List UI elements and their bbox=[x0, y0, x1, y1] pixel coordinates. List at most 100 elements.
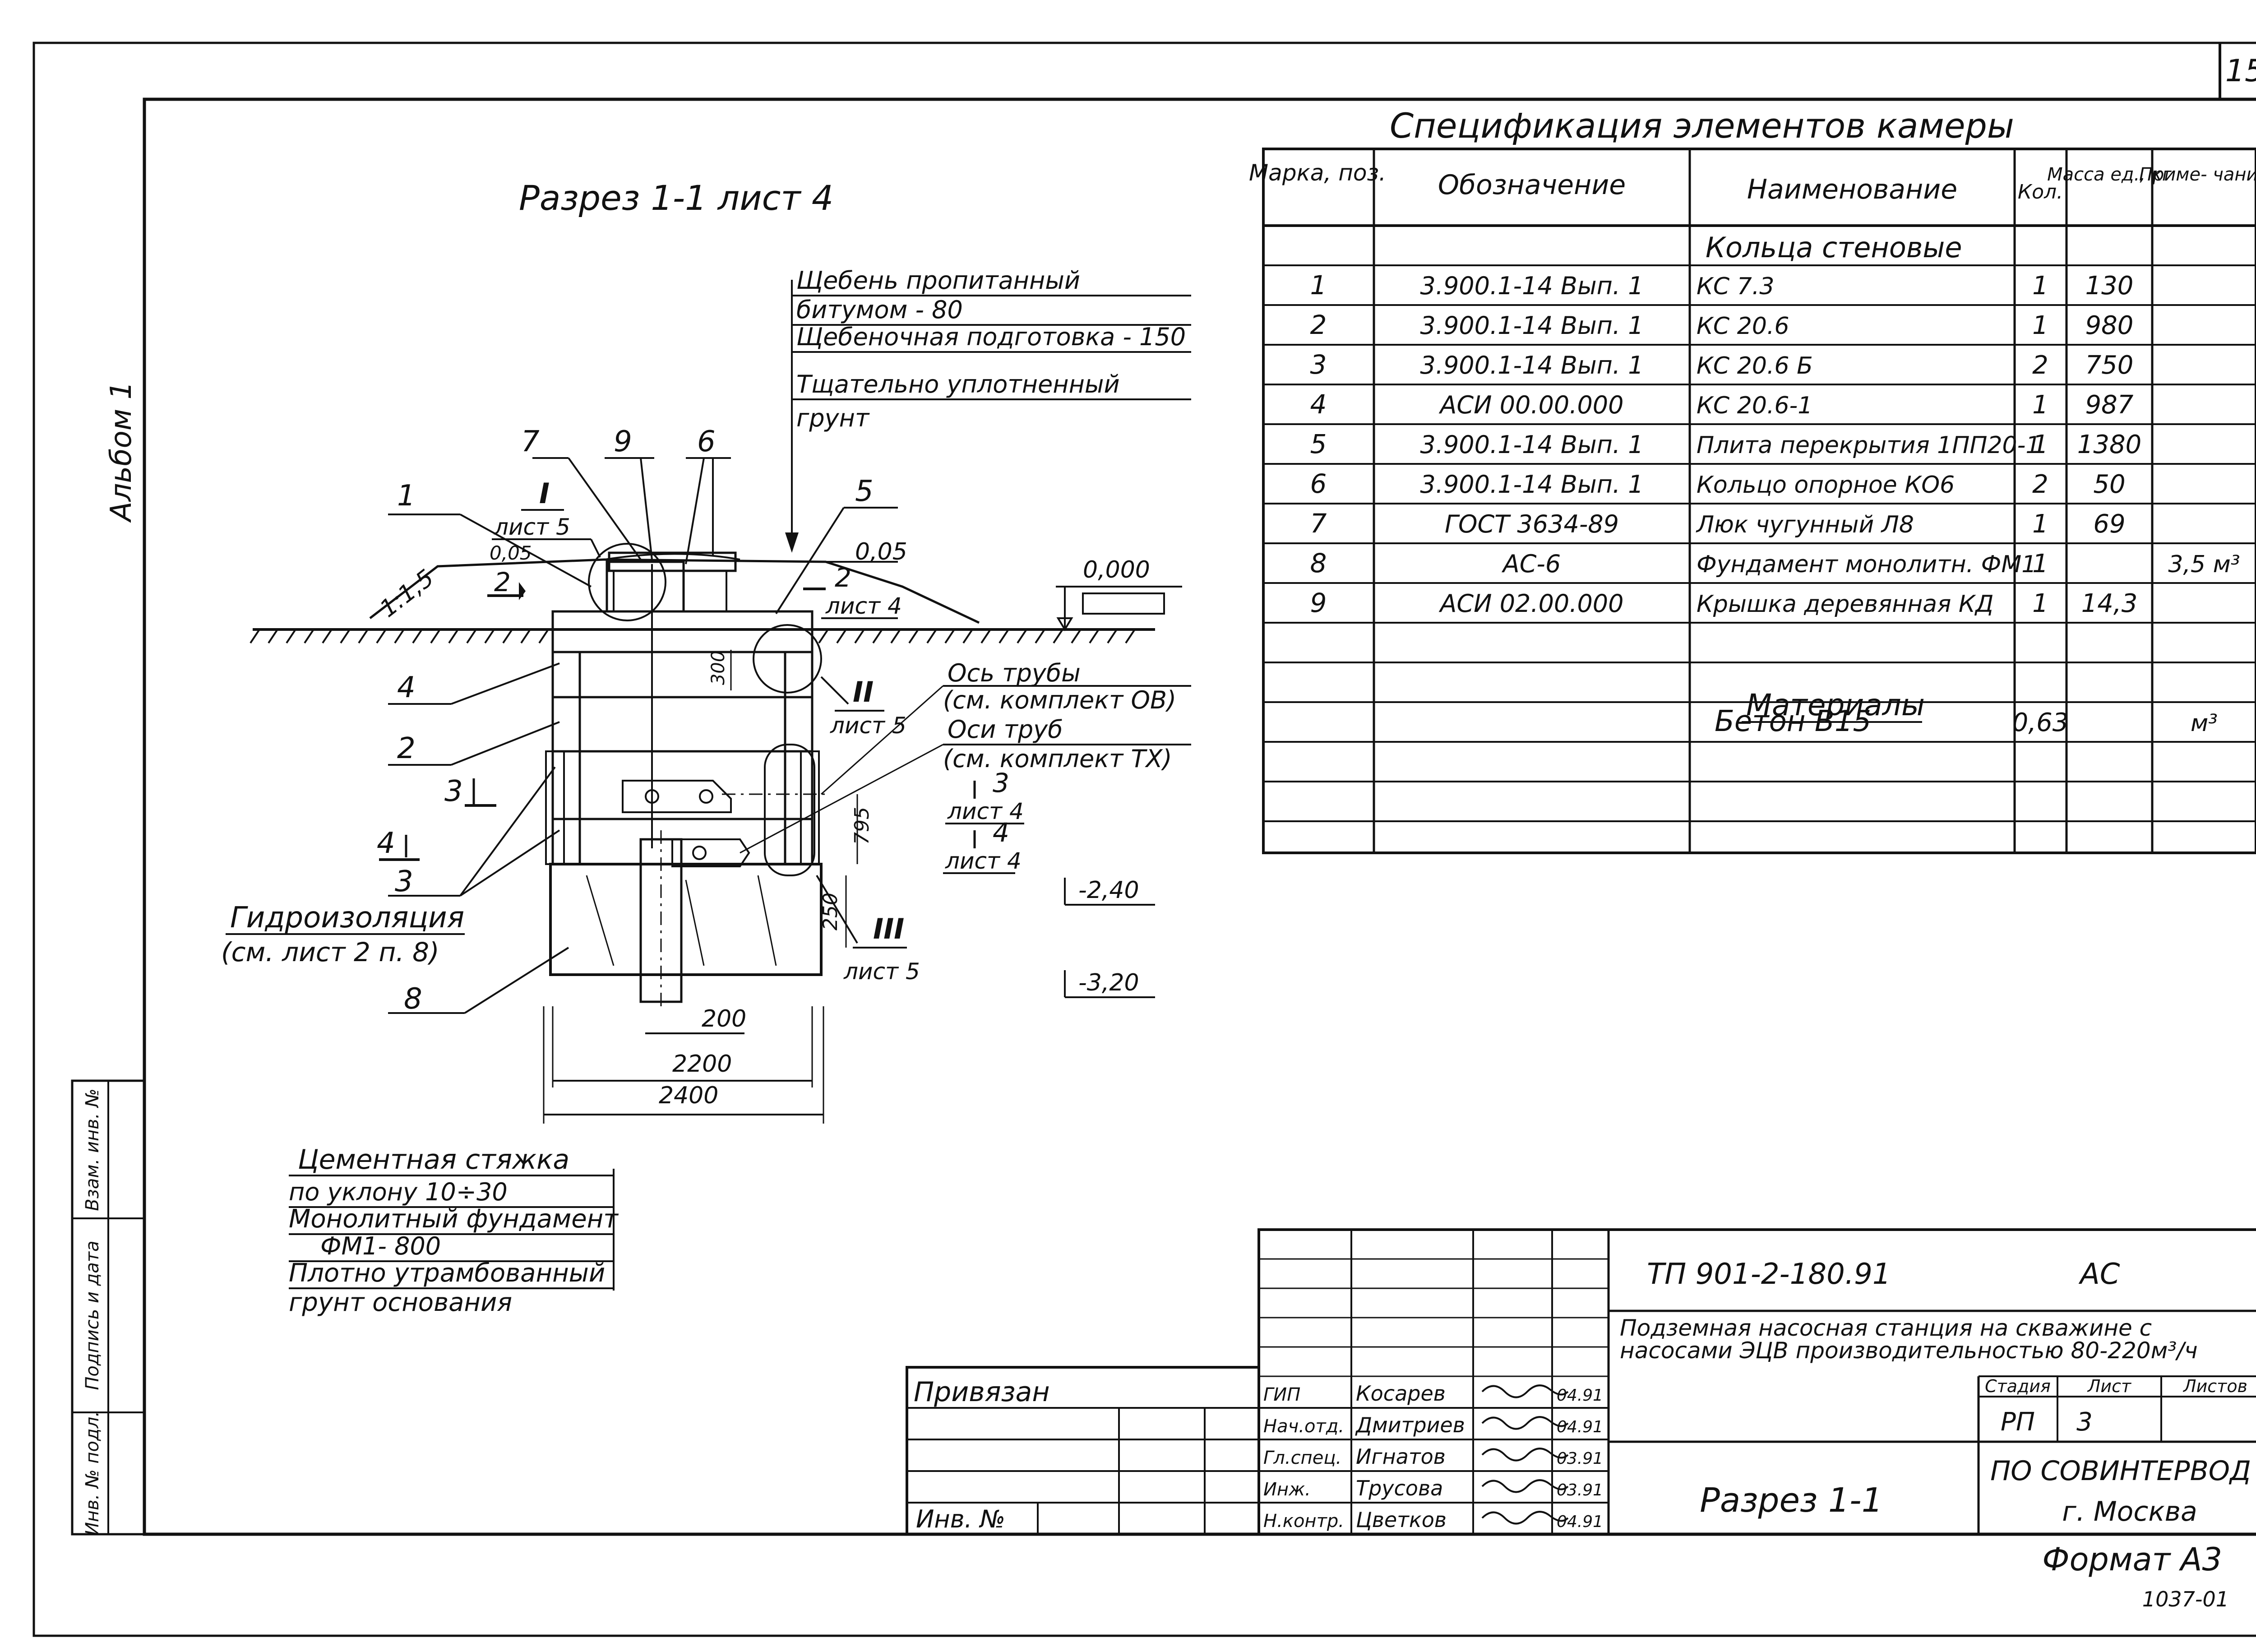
callout-crushed-1: Щебень пропитанный bbox=[796, 266, 1080, 295]
stamp-sheet-value: 3 bbox=[2076, 1407, 2093, 1437]
callout-foundation-3: Монолитный фундамент bbox=[289, 1204, 619, 1234]
wall-right bbox=[784, 651, 814, 865]
spec-cell-r3-c4: 2 bbox=[2032, 351, 2048, 380]
spec-header-note: Приме- чание bbox=[2139, 164, 2256, 185]
detail-oval-3 bbox=[764, 744, 815, 876]
support-ring bbox=[606, 560, 685, 613]
signature-4 bbox=[1481, 1479, 1569, 1493]
spec-cell-r3-c3: КС 20.6 Б bbox=[1697, 352, 1813, 379]
spec-table: Марка, поз. Обозначение Наименование Кол… bbox=[1249, 148, 2256, 854]
spec-cell-r7-c2: ГОСТ 3634-89 bbox=[1445, 510, 1619, 538]
callout-soil-2: грунт bbox=[796, 404, 870, 432]
spec-cell-r4-c1: 4 bbox=[1310, 389, 1327, 420]
detail-ref-1-sheet: лист 5 bbox=[494, 514, 570, 540]
staff-date-2: 04.91 bbox=[1557, 1418, 1603, 1436]
mark-4: 4 bbox=[397, 671, 416, 704]
callout-soil-1: Тщательно уплотненный bbox=[796, 370, 1120, 398]
detail-circle-2 bbox=[753, 624, 822, 694]
spec-cell-r4-c3: КС 20.6-1 bbox=[1697, 392, 1812, 419]
spec-cell-r6-c5: 50 bbox=[2093, 470, 2125, 499]
spec-header-designation: Обозначение bbox=[1438, 169, 1626, 201]
callout-pipe-axis-1: Ось трубы bbox=[948, 659, 1081, 687]
spec-materials-label: Материалы bbox=[1746, 688, 1925, 722]
soil-berm bbox=[369, 558, 980, 624]
margin-inv-podl: Инв. № подл. bbox=[82, 1411, 103, 1536]
detail-ref-2-numeral: II bbox=[853, 676, 874, 708]
spec-cell-r9-c5: 14,3 bbox=[2081, 589, 2138, 618]
album-label: Альбом 1 bbox=[105, 381, 138, 523]
callout-crushed-3: Щебеночная подготовка - 150 bbox=[796, 323, 1186, 351]
staff-name-2: Дмитриев bbox=[1355, 1413, 1465, 1437]
staff-role-3: Гл.спец. bbox=[1263, 1448, 1341, 1468]
spec-cell-r3-c5: 750 bbox=[2085, 351, 2134, 380]
mark-2: 2 bbox=[397, 732, 416, 765]
detail-ref-3-sheet: лист 5 bbox=[843, 958, 920, 985]
signature-2 bbox=[1481, 1416, 1569, 1430]
margin-vzam: Взам. инв. № bbox=[82, 1088, 103, 1211]
spec-cell-r8-c4: 1 bbox=[2032, 549, 2048, 578]
detail-ref-3-numeral: III bbox=[873, 912, 904, 945]
spec-header-mass: Масса ед., кг bbox=[2047, 164, 2172, 185]
spec-cell-r6-c1: 6 bbox=[1310, 468, 1327, 499]
stamp-sheet-header: Лист bbox=[2087, 1376, 2132, 1396]
dimensions: 300 795 250 200 2200 2400 bbox=[543, 650, 874, 1124]
dim-2400: 2400 bbox=[659, 1082, 718, 1109]
spec-header-name: Наименование bbox=[1747, 174, 1957, 205]
spec-cell-r2-c3: КС 20.6 bbox=[1697, 313, 1789, 340]
callout-foundation-6: грунт основания bbox=[289, 1288, 512, 1317]
section-drawing bbox=[250, 543, 1155, 1011]
format-label: Формат А3 bbox=[2042, 1541, 2222, 1578]
level-minus-320: -3,20 bbox=[1078, 969, 1139, 996]
spec-cell-r7-c5: 69 bbox=[2093, 509, 2125, 539]
material-cell-r1-c4: 0,63 bbox=[2012, 708, 2069, 737]
stamp-project-title-2: насосами ЭЦВ производительностью 80-220м… bbox=[1620, 1337, 2198, 1364]
staff-date-3: 03.91 bbox=[1557, 1449, 1603, 1468]
left-margin-stamp: Взам. инв. № Подпись и дата Инв. № подл. bbox=[71, 1079, 146, 1536]
detail-references: I лист 5 II лист 5 III лист 5 bbox=[492, 477, 920, 985]
callout-pipes-axis-1: Оси труб bbox=[948, 715, 1063, 744]
staff-name-4: Трусова bbox=[1356, 1476, 1443, 1500]
dim-795: 795 bbox=[851, 807, 874, 845]
callout-waterproofing-2: (см. лист 2 п. 8) bbox=[221, 937, 439, 967]
staff-name-5: Цветков bbox=[1356, 1508, 1447, 1532]
monolithic-foundation bbox=[549, 863, 823, 976]
mark-7: 7 bbox=[521, 425, 540, 458]
spec-cell-r3-c1: 3 bbox=[1310, 349, 1327, 380]
section-mark-2-left: 2 bbox=[494, 567, 511, 597]
material-cell-r1-c3: Бетон В15 bbox=[1715, 705, 1871, 738]
signature-1 bbox=[1481, 1384, 1569, 1398]
spec-cell-r9-c4: 1 bbox=[2032, 589, 2048, 618]
outer-frame bbox=[32, 42, 2256, 1637]
stamp-org-1: ПО СОВИНТЕРВОД bbox=[1990, 1455, 2251, 1487]
staff-role-1: ГИП bbox=[1263, 1384, 1300, 1405]
spec-cell-r9-c2: АСИ 02.00.000 bbox=[1438, 589, 1623, 618]
staff-role-2: Нач.отд. bbox=[1263, 1416, 1344, 1437]
spec-cell-r2-c1: 2 bbox=[1310, 310, 1327, 340]
callout-pipes-axis-2: (см. комплект ТХ) bbox=[943, 745, 1172, 773]
section-mark-3-right-sheet: лист 4 bbox=[947, 798, 1024, 824]
detail-ref-2-sheet: лист 5 bbox=[830, 713, 906, 739]
spec-cell-r5-c2: 3.900.1-14 Вып. 1 bbox=[1420, 430, 1643, 459]
spec-cell-r1-c5: 130 bbox=[2085, 271, 2134, 301]
spec-cell-r5-c1: 5 bbox=[1310, 429, 1327, 459]
section-mark-4-right: 4 bbox=[993, 817, 1009, 848]
page-number: 15 bbox=[2225, 53, 2256, 89]
section-title: Разрез 1-1 лист 4 bbox=[519, 178, 833, 218]
dim-200: 200 bbox=[702, 1005, 746, 1032]
signature-3 bbox=[1481, 1448, 1569, 1462]
stamp-inv-no: Инв. № bbox=[916, 1505, 1005, 1533]
dim-300: 300 bbox=[708, 651, 729, 685]
section-mark-4-left: 4 bbox=[377, 827, 395, 860]
spec-cell-r4-c4: 1 bbox=[2032, 390, 2048, 420]
callout-foundation-5: Плотно утрамбованный bbox=[289, 1259, 605, 1288]
stamp-sheet-name: Разрез 1-1 bbox=[1700, 1481, 1883, 1520]
section-mark-3-left: 3 bbox=[444, 775, 463, 808]
spec-cell-r6-c4: 2 bbox=[2032, 470, 2048, 499]
stamp-sheets-header: Листов bbox=[2182, 1376, 2247, 1396]
level-minus-240: -2,40 bbox=[1078, 877, 1139, 904]
callout-pipe-axis-2: (см. комплект ОВ) bbox=[943, 686, 1176, 714]
spec-cell-r9-c3: Крышка деревянная КД bbox=[1697, 591, 1993, 618]
spec-header-qty: Кол. bbox=[2018, 180, 2063, 204]
